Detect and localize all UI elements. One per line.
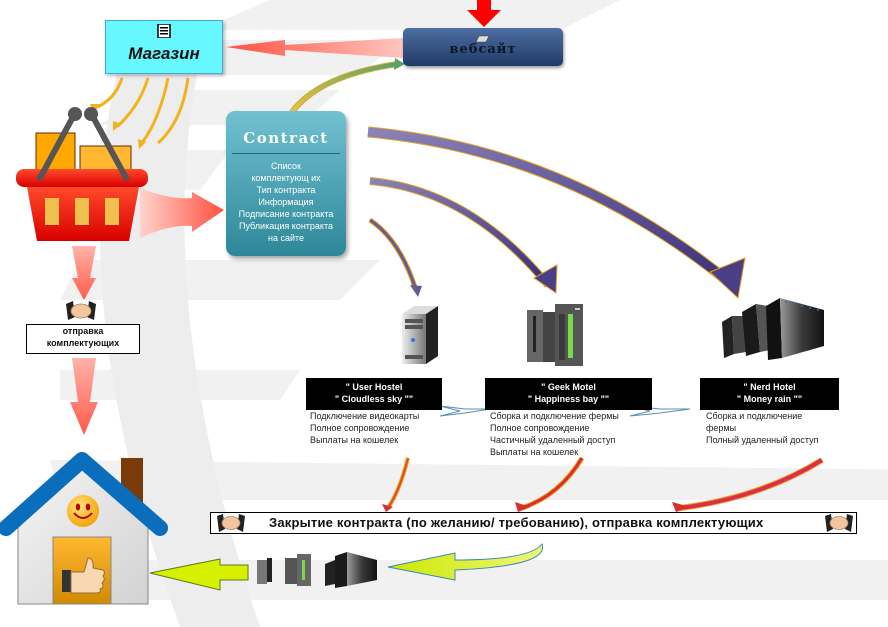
shipping-label-line: комплектующих: [46, 338, 120, 348]
return-arrow: [387, 542, 544, 581]
tariff-feature: Выплаты на кошелек: [490, 447, 579, 457]
shopping-basket-icon: [14, 103, 154, 248]
basket-to-contract-arrow: [140, 188, 224, 238]
shipping-label-line: отправка: [62, 326, 104, 336]
handshake-icon: [66, 301, 96, 321]
tariff-connector-arrows: [439, 405, 691, 417]
contract-item: Список: [271, 161, 301, 171]
tariff-header-geek-motel[interactable]: " Geek Motel " Happiness bay "": [485, 378, 652, 410]
thumbs-up-icon: [60, 556, 106, 596]
contract-item: Информация: [258, 197, 314, 207]
tariff-to-closing-arrows: [386, 456, 824, 511]
tariff-subtitle: " Cloudless sky "": [334, 394, 414, 404]
contract-item: на сайте: [267, 233, 305, 243]
tariff-header-nerd-hotel[interactable]: " Nerd Hotel " Money rain "": [700, 378, 839, 410]
contract-to-tariff-arrows: [367, 126, 746, 299]
contract-divider: [232, 153, 340, 154]
tariff-features-user-hostel: Подключение видеокарты Полное сопровожде…: [310, 410, 440, 446]
tariff-feature: фермы: [706, 423, 737, 433]
website-node[interactable]: вебсайт: [403, 28, 563, 66]
handshake-icon: [217, 514, 245, 532]
servers-to-house-arrow: [149, 558, 249, 591]
tariff-name: " User Hostel: [345, 382, 403, 392]
tariff-features-nerd-hotel: Сборка и подключение фермы Полный удален…: [706, 410, 846, 446]
handshake-icon: [825, 514, 853, 532]
tariff-feature: Выплаты на кошелек: [310, 435, 399, 445]
tariff-name: " Geek Motel: [541, 382, 596, 392]
tariff-feature: Полное сопровождение: [310, 423, 410, 433]
pen-icon: [475, 30, 490, 43]
tariff-feature: Сборка и подключение фермы: [490, 411, 619, 421]
closing-label: Закрытие контракта (по желанию/ требован…: [269, 515, 764, 530]
shop-node[interactable]: Магазин: [105, 20, 223, 74]
tariff-feature: Частичный удаленный доступ: [490, 435, 616, 445]
contract-items: Список комплектующ их Тип контракта Инфо…: [226, 160, 346, 244]
contract-item: Подписание контракта: [238, 209, 334, 219]
closing-banner: Закрытие контракта (по желанию/ требован…: [210, 512, 857, 534]
contract-item: Тип контракта: [256, 185, 316, 195]
incoming-arrow: [467, 0, 501, 27]
basket-to-shipping-arrow: [72, 246, 96, 300]
smiley-icon: [66, 494, 100, 528]
document-icon: [157, 23, 171, 39]
datacenter-server-icon: [720, 298, 828, 362]
website-label: вебсайт: [449, 42, 517, 57]
returned-servers-icon: [255, 550, 380, 590]
shop-label: Магазин: [128, 44, 200, 63]
tariff-name: " Nerd Hotel: [743, 382, 796, 392]
rack-server-icon: [525, 300, 587, 368]
contract-item: комплектующ их: [251, 173, 321, 183]
tariff-header-user-hostel[interactable]: " User Hostel " Cloudless sky "": [306, 378, 442, 410]
contract-title: Contract: [243, 129, 329, 147]
tariff-feature: Полный удаленный доступ: [706, 435, 819, 445]
website-to-shop-arrow: [226, 38, 403, 58]
tariff-subtitle: " Money rain "": [736, 394, 803, 404]
contract-node[interactable]: Contract Список комплектующ их Тип контр…: [226, 111, 346, 256]
shipping-to-house-arrow: [70, 358, 98, 435]
tower-server-icon: [398, 304, 440, 366]
shop-to-basket-arrows: [94, 77, 190, 145]
tariff-feature: Подключение видеокарты: [310, 411, 420, 421]
tariff-feature: Сборка и подключение: [706, 411, 803, 421]
tariff-feature: Полное сопровождение: [490, 423, 590, 433]
tariff-subtitle: " Happiness bay "": [527, 394, 610, 404]
shipping-label: отправка комплектующих: [26, 324, 140, 354]
tariff-features-geek-motel: Сборка и подключение фермы Полное сопров…: [490, 410, 640, 458]
contract-item: Публикация контракта: [238, 221, 333, 231]
